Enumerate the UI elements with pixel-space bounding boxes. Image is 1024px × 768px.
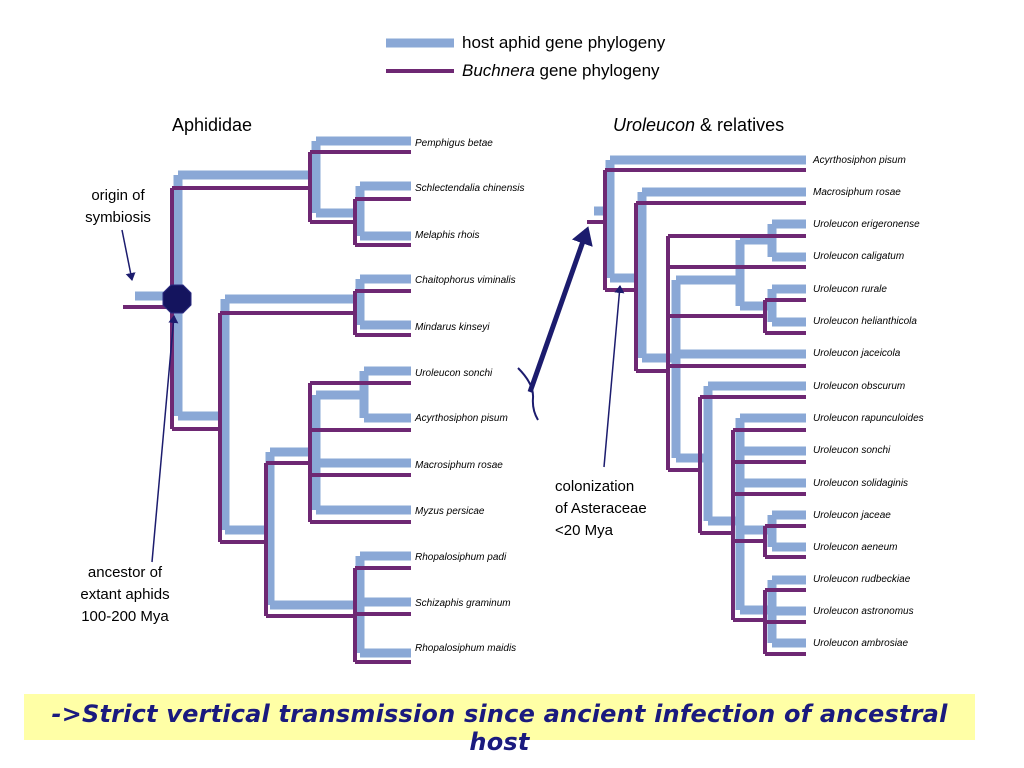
right-taxon: Uroleucon obscurum: [813, 381, 906, 392]
right-taxon: Uroleucon rurale: [813, 284, 887, 295]
legend-buchnera-italic: Buchnera: [462, 61, 535, 80]
colonization-arrow: [603, 285, 625, 468]
left-taxon: Macrosiphum rosae: [415, 460, 503, 471]
ancestor-arrow: [151, 315, 179, 563]
right-taxon: Uroleucon aeneum: [813, 542, 898, 553]
right-title-rest: & relatives: [695, 115, 785, 135]
origin-arrow: [121, 229, 136, 281]
right-title-italic: Uroleucon: [613, 115, 696, 135]
right-taxon: Uroleucon ambrosiae: [813, 638, 909, 649]
right-taxon: Uroleucon sonchi: [813, 445, 891, 456]
origin-line-2: symbiosis: [85, 209, 151, 226]
conclusion-banner: ->Strict vertical transmission since anc…: [24, 694, 975, 756]
right-taxon: Uroleucon rudbeckiae: [813, 574, 911, 585]
ancestor-line-3: 100-200 Mya: [81, 608, 169, 625]
right-buchnera-tree: [587, 168, 806, 656]
left-tree-title: Aphididae: [172, 115, 253, 135]
ancestor-annotation: ancestor of extant aphids 100-200 Mya: [70, 562, 180, 628]
left-taxon: Mindarus kinseyi: [415, 322, 490, 333]
clade-link-bracket: [517, 367, 539, 421]
conclusion-text: ->Strict vertical transmission since anc…: [51, 700, 948, 756]
colonization-line-3: <20 Mya: [555, 522, 613, 539]
right-taxon: Uroleucon solidaginis: [813, 478, 909, 489]
ancestor-line-1: ancestor of: [87, 564, 163, 581]
right-taxon: Uroleucon caligatum: [813, 251, 905, 262]
left-taxon: Chaitophorus viminalis: [415, 275, 516, 286]
ancestor-node-marker: [162, 284, 192, 314]
right-taxon: Macrosiphum rosae: [813, 187, 901, 198]
left-taxon: Rhopalosiphum maidis: [415, 643, 517, 654]
legend-buchnera-label: Buchnera gene phylogeny: [462, 61, 660, 81]
clade-link-arrow: [527, 226, 593, 393]
left-taxon: Rhopalosiphum padi: [415, 552, 507, 563]
origin-line-1: origin of: [91, 187, 145, 204]
colonization-line-1: colonization: [555, 478, 635, 495]
right-taxon: Uroleucon helianthicola: [813, 316, 917, 327]
left-taxon: Acyrthosiphon pisum: [415, 413, 508, 424]
right-taxon: Uroleucon jaceae: [813, 510, 891, 521]
colonization-line-2: of Asteraceae: [555, 500, 647, 517]
legend-host-label: host aphid gene phylogeny: [462, 33, 666, 52]
right-taxon: Uroleucon astronomus: [813, 606, 914, 617]
origin-annotation: origin of symbiosis: [78, 185, 158, 229]
left-taxon: Schizaphis graminum: [415, 598, 511, 609]
colonization-annotation: colonization of Asteraceae <20 Mya: [555, 476, 647, 542]
right-taxon: Uroleucon erigeronense: [813, 219, 920, 230]
right-taxon: Uroleucon rapunculoides: [813, 413, 924, 424]
left-taxon: Myzus persicae: [415, 506, 485, 517]
right-taxon: Uroleucon jaceicola: [813, 348, 901, 359]
right-taxon: Acyrthosiphon pisum: [813, 155, 906, 166]
left-taxon: Pemphigus betae: [415, 138, 493, 149]
left-taxon: Melaphis rhois: [415, 230, 480, 241]
ancestor-line-2: extant aphids: [80, 586, 170, 603]
right-tree-title: Uroleucon & relatives: [613, 115, 784, 136]
left-taxon: Uroleucon sonchi: [415, 368, 493, 379]
left-taxon: Schlectendalia chinensis: [415, 183, 525, 194]
legend-buchnera-rest: gene phylogeny: [534, 61, 660, 80]
